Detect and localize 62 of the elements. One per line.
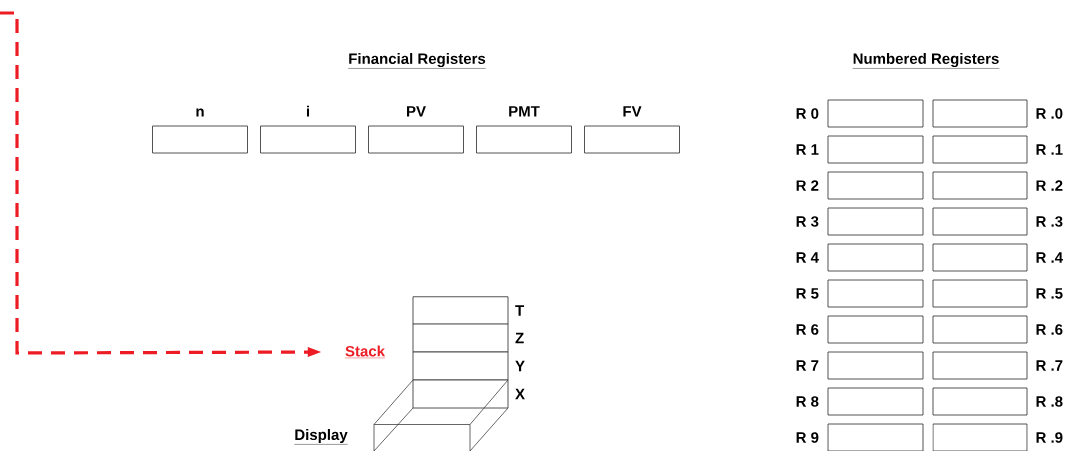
- node-label: R 2: [796, 180, 819, 191]
- register-box: R 2: [796, 171, 924, 200]
- node-label: R 0: [796, 108, 819, 119]
- stack-label: Stack: [344, 345, 386, 359]
- node-label: R 6: [796, 324, 819, 335]
- register-box: R 6: [796, 315, 924, 344]
- register-box: i: [260, 105, 356, 154]
- register-box: R 9: [796, 423, 924, 451]
- register-box: R 7: [796, 351, 924, 380]
- node-label: R .0: [1036, 108, 1063, 119]
- register-box: R 8: [796, 387, 924, 416]
- register-box: R .0: [932, 99, 1063, 128]
- node-label: R .9: [1036, 432, 1063, 443]
- stack-register-box: T: [412, 296, 525, 325]
- register-box: R 1: [796, 135, 924, 164]
- register-box: FV: [584, 106, 680, 154]
- node-label: Y: [515, 360, 525, 372]
- register-box: R .3: [932, 207, 1063, 236]
- register-box: R .7: [932, 351, 1063, 380]
- node-label: R 9: [796, 432, 819, 443]
- node-label: PMT: [509, 106, 540, 117]
- node-label: R .1: [1036, 144, 1063, 155]
- register-box: R 0: [796, 99, 924, 128]
- register-box: R .6: [932, 315, 1063, 344]
- node-label: R 4: [796, 252, 819, 263]
- node-label: R .4: [1036, 252, 1063, 263]
- section-title: Financial Registers: [348, 53, 486, 69]
- node-label: R .2: [1036, 180, 1063, 191]
- node-label: R 1: [796, 144, 819, 155]
- register-box: R 4: [796, 243, 924, 272]
- register-box: R .2: [932, 171, 1063, 200]
- register-box: R 3: [796, 207, 924, 236]
- register-box: PV: [368, 106, 464, 154]
- stack-register-box: Y: [412, 351, 525, 381]
- register-box: R .4: [932, 243, 1063, 272]
- node-label: R 5: [796, 288, 819, 299]
- node-label: R .8: [1036, 396, 1063, 407]
- register-box: R .5: [932, 279, 1063, 308]
- node-label: n: [196, 108, 204, 117]
- register-box: n: [152, 108, 248, 154]
- node-label: R 8: [796, 396, 819, 407]
- stack-register-box: X: [412, 379, 525, 409]
- stack-register-box: Z: [412, 323, 524, 353]
- display-label: Display: [294, 429, 348, 445]
- node-label: R 7: [796, 360, 819, 371]
- register-box: PMT: [476, 106, 572, 154]
- node-label: R .6: [1036, 324, 1063, 335]
- register-box: R .9: [932, 423, 1063, 451]
- node-label: R .7: [1036, 360, 1063, 371]
- node-label: PV: [407, 106, 426, 117]
- node-label: R .5: [1036, 288, 1063, 299]
- node-label: R 3: [796, 216, 819, 227]
- register-box: R 5: [796, 279, 924, 308]
- node-label: X: [515, 388, 525, 400]
- node-label: FV: [623, 106, 642, 117]
- node-label: i: [306, 105, 310, 117]
- section-title: Numbered Registers: [852, 53, 1000, 69]
- node-label: Z: [515, 332, 524, 344]
- register-box: R .8: [932, 387, 1063, 416]
- node-label: T: [515, 305, 525, 316]
- register-box: R .1: [932, 135, 1063, 164]
- node-label: R .3: [1036, 216, 1063, 227]
